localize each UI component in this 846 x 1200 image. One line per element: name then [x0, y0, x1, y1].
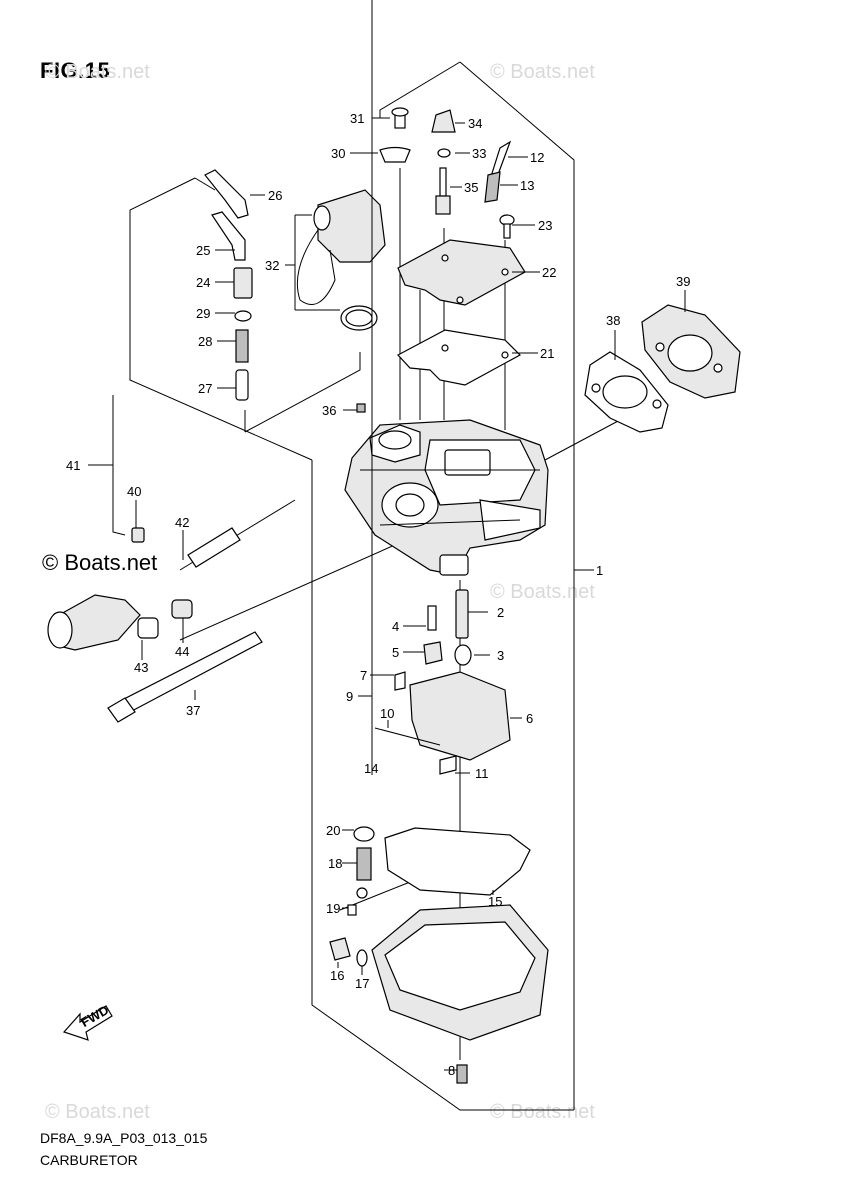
- fwd-arrow: FWD: [62, 1002, 113, 1041]
- fuel-line-parts: [204, 169, 366, 413]
- callout-14: 14: [364, 761, 378, 776]
- callout-41: 41: [66, 458, 80, 473]
- watermark-text: © Boats.net: [45, 1101, 150, 1123]
- sub-group-fuel-pump: [129, 177, 313, 461]
- callout-40: 40: [127, 484, 141, 499]
- watermark-layer: © Boats.net © Boats.net © Boats.net © Bo…: [42, 61, 595, 1123]
- callout-35: 35: [464, 180, 478, 195]
- watermark-text: © Boats.net: [490, 581, 595, 603]
- callout-20: 20: [326, 823, 340, 838]
- watermark-text: © Boats.net: [490, 1101, 595, 1123]
- choke-assembly: [47, 395, 296, 651]
- callout-36: 36: [322, 403, 336, 418]
- sub-group-fuel-pump-top: [194, 177, 216, 191]
- upper-small-parts: [379, 107, 515, 239]
- callout-43: 43: [134, 660, 148, 675]
- gasket-21: [397, 329, 521, 386]
- callout-39: 39: [676, 274, 690, 289]
- callout-13: 13: [520, 178, 534, 193]
- callout-4: 4: [392, 619, 399, 634]
- callout-33: 33: [472, 146, 486, 161]
- callout-1: 1: [596, 563, 603, 578]
- callout-6: 6: [526, 711, 533, 726]
- callout-11: 11: [475, 766, 489, 781]
- callout-27: 27: [198, 381, 212, 396]
- diagram-name: CARBURETOR: [40, 1152, 138, 1168]
- callout-30: 30: [331, 146, 345, 161]
- callout-5: 5: [392, 645, 399, 660]
- diagram-code: DF8A_9.9A_P03_013_015: [40, 1130, 208, 1146]
- callout-10: 10: [380, 706, 394, 721]
- watermark-text: © Boats.net: [45, 61, 150, 83]
- float-bowl: [329, 826, 549, 1084]
- callout-15: 15: [488, 894, 502, 909]
- callout-12: 12: [530, 150, 544, 165]
- callout-37: 37: [186, 703, 200, 718]
- axis-line: [544, 419, 621, 461]
- callout-16: 16: [330, 968, 344, 983]
- callout-44: 44: [175, 644, 189, 659]
- main-group-right-edge: [459, 61, 575, 1110]
- callout-38: 38: [606, 313, 620, 328]
- callout-numbers: 1 2 3 4 5 6 7 8 9 10 11 12 13 14 15 16 1…: [66, 111, 690, 1078]
- group-outlines: [129, 61, 575, 1111]
- callout-3: 3: [497, 648, 504, 663]
- main-group-top-edge: [379, 61, 461, 118]
- callout-25: 25: [196, 243, 210, 258]
- main-group-bottom-edge: [311, 600, 574, 1111]
- callout-23: 23: [538, 218, 552, 233]
- callout-22: 22: [542, 265, 556, 280]
- callout-2: 2: [497, 605, 504, 620]
- float-assembly: [374, 589, 511, 775]
- figure-title: FIG.15: [40, 58, 111, 83]
- callout-leaders: [88, 0, 686, 1071]
- watermark-text: © Boats.net: [490, 61, 595, 83]
- callout-21: 21: [540, 346, 554, 361]
- callout-32: 32: [265, 258, 279, 273]
- fuel-pump-32: [296, 189, 386, 331]
- callout-28: 28: [198, 334, 212, 349]
- callout-18: 18: [328, 856, 342, 871]
- callout-34: 34: [468, 116, 482, 131]
- callout-29: 29: [196, 306, 210, 321]
- watermark-text-prominent: © Boats.net: [42, 550, 157, 575]
- carburetor-body: [344, 419, 549, 576]
- callout-24: 24: [196, 275, 210, 290]
- pump-plate-22: [397, 239, 526, 306]
- sub-group-fuel-pump-bottom: [244, 352, 361, 433]
- callout-8: 8: [448, 1063, 455, 1078]
- bolt-37: [107, 631, 263, 723]
- callout-26: 26: [268, 188, 282, 203]
- callout-31: 31: [350, 111, 364, 126]
- flange-gaskets: [584, 304, 741, 433]
- callout-42: 42: [175, 515, 189, 530]
- callout-17: 17: [355, 976, 369, 991]
- callout-7: 7: [360, 668, 367, 683]
- callout-19: 19: [326, 901, 340, 916]
- callout-9: 9: [346, 689, 353, 704]
